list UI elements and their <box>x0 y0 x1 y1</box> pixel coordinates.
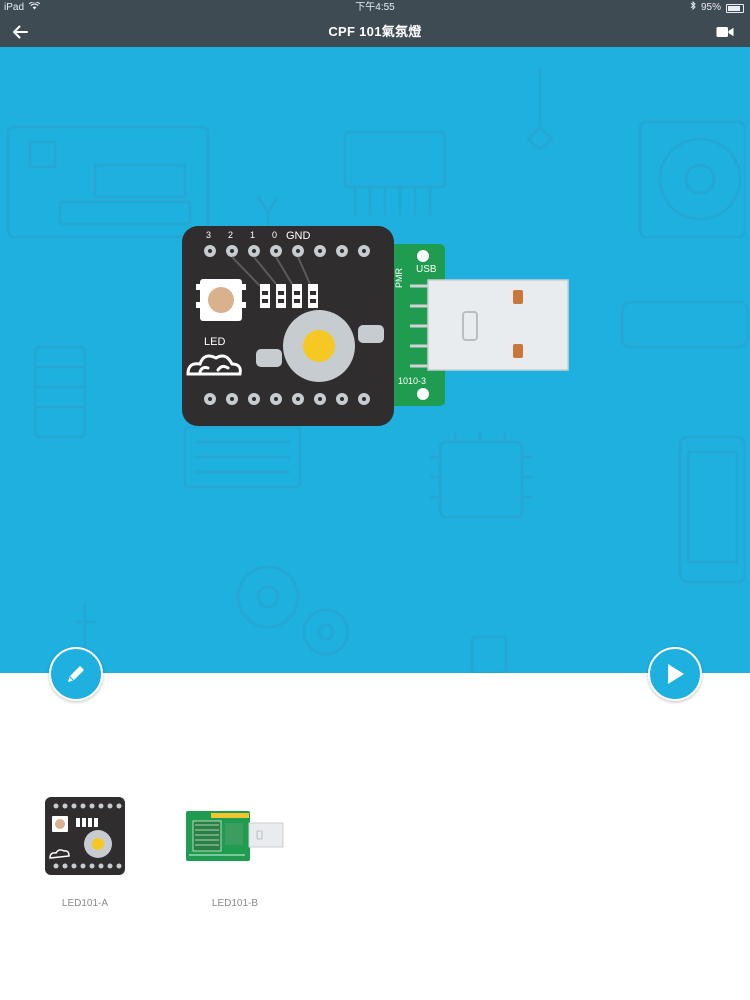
video-button[interactable] <box>714 23 736 41</box>
led-label: LED <box>204 336 225 348</box>
pin-label-2: 2 <box>228 230 233 240</box>
led101-board[interactable]: USB PMR 1010-3 3 2 1 0 GND <box>180 224 570 429</box>
page-title: CPF 101氣氛燈 <box>328 24 422 39</box>
play-button[interactable] <box>648 647 702 701</box>
device-thumbnail-led101-b <box>185 795 285 877</box>
device-label: LED101-B <box>211 898 259 909</box>
arrow-left-icon <box>13 25 28 39</box>
edit-button[interactable] <box>49 647 103 701</box>
pin-label-0: 0 <box>272 230 277 240</box>
pencil-icon <box>68 666 84 682</box>
main-board <box>182 226 394 426</box>
back-button[interactable] <box>8 21 32 43</box>
device-thumbnail-led101-a <box>35 795 135 877</box>
usb-label: USB <box>416 264 437 275</box>
play-icon <box>668 664 684 684</box>
status-time: 下午4:55 <box>355 2 395 13</box>
device-canvas[interactable]: USB PMR 1010-3 3 2 1 0 GND <box>0 47 750 673</box>
nav-bar: CPF 101氣氛燈 <box>0 16 750 47</box>
status-bar: iPad 下午4:55 95% <box>0 0 750 16</box>
bluetooth-icon <box>690 0 696 16</box>
usb-plug-housing <box>427 279 569 371</box>
pin-label-gnd: GND <box>286 230 311 242</box>
battery-percent: 95% <box>700 2 721 13</box>
device-name: iPad <box>4 2 25 13</box>
video-camera-icon <box>716 27 734 37</box>
pin-label-1: 1 <box>250 230 255 240</box>
pmr-label: PMR <box>394 268 404 289</box>
background-illustration <box>6 67 749 673</box>
board-code-label: 1010-3 <box>398 376 426 386</box>
device-label: LED101-A <box>61 898 109 909</box>
device-item-led101-a[interactable]: LED101-A <box>35 795 135 909</box>
battery-icon <box>726 3 744 13</box>
device-item-led101-b[interactable]: LED101-B <box>185 795 285 909</box>
wifi-icon <box>28 0 41 16</box>
pin-label-3: 3 <box>206 230 211 240</box>
cloud-logo-icon <box>186 354 242 376</box>
